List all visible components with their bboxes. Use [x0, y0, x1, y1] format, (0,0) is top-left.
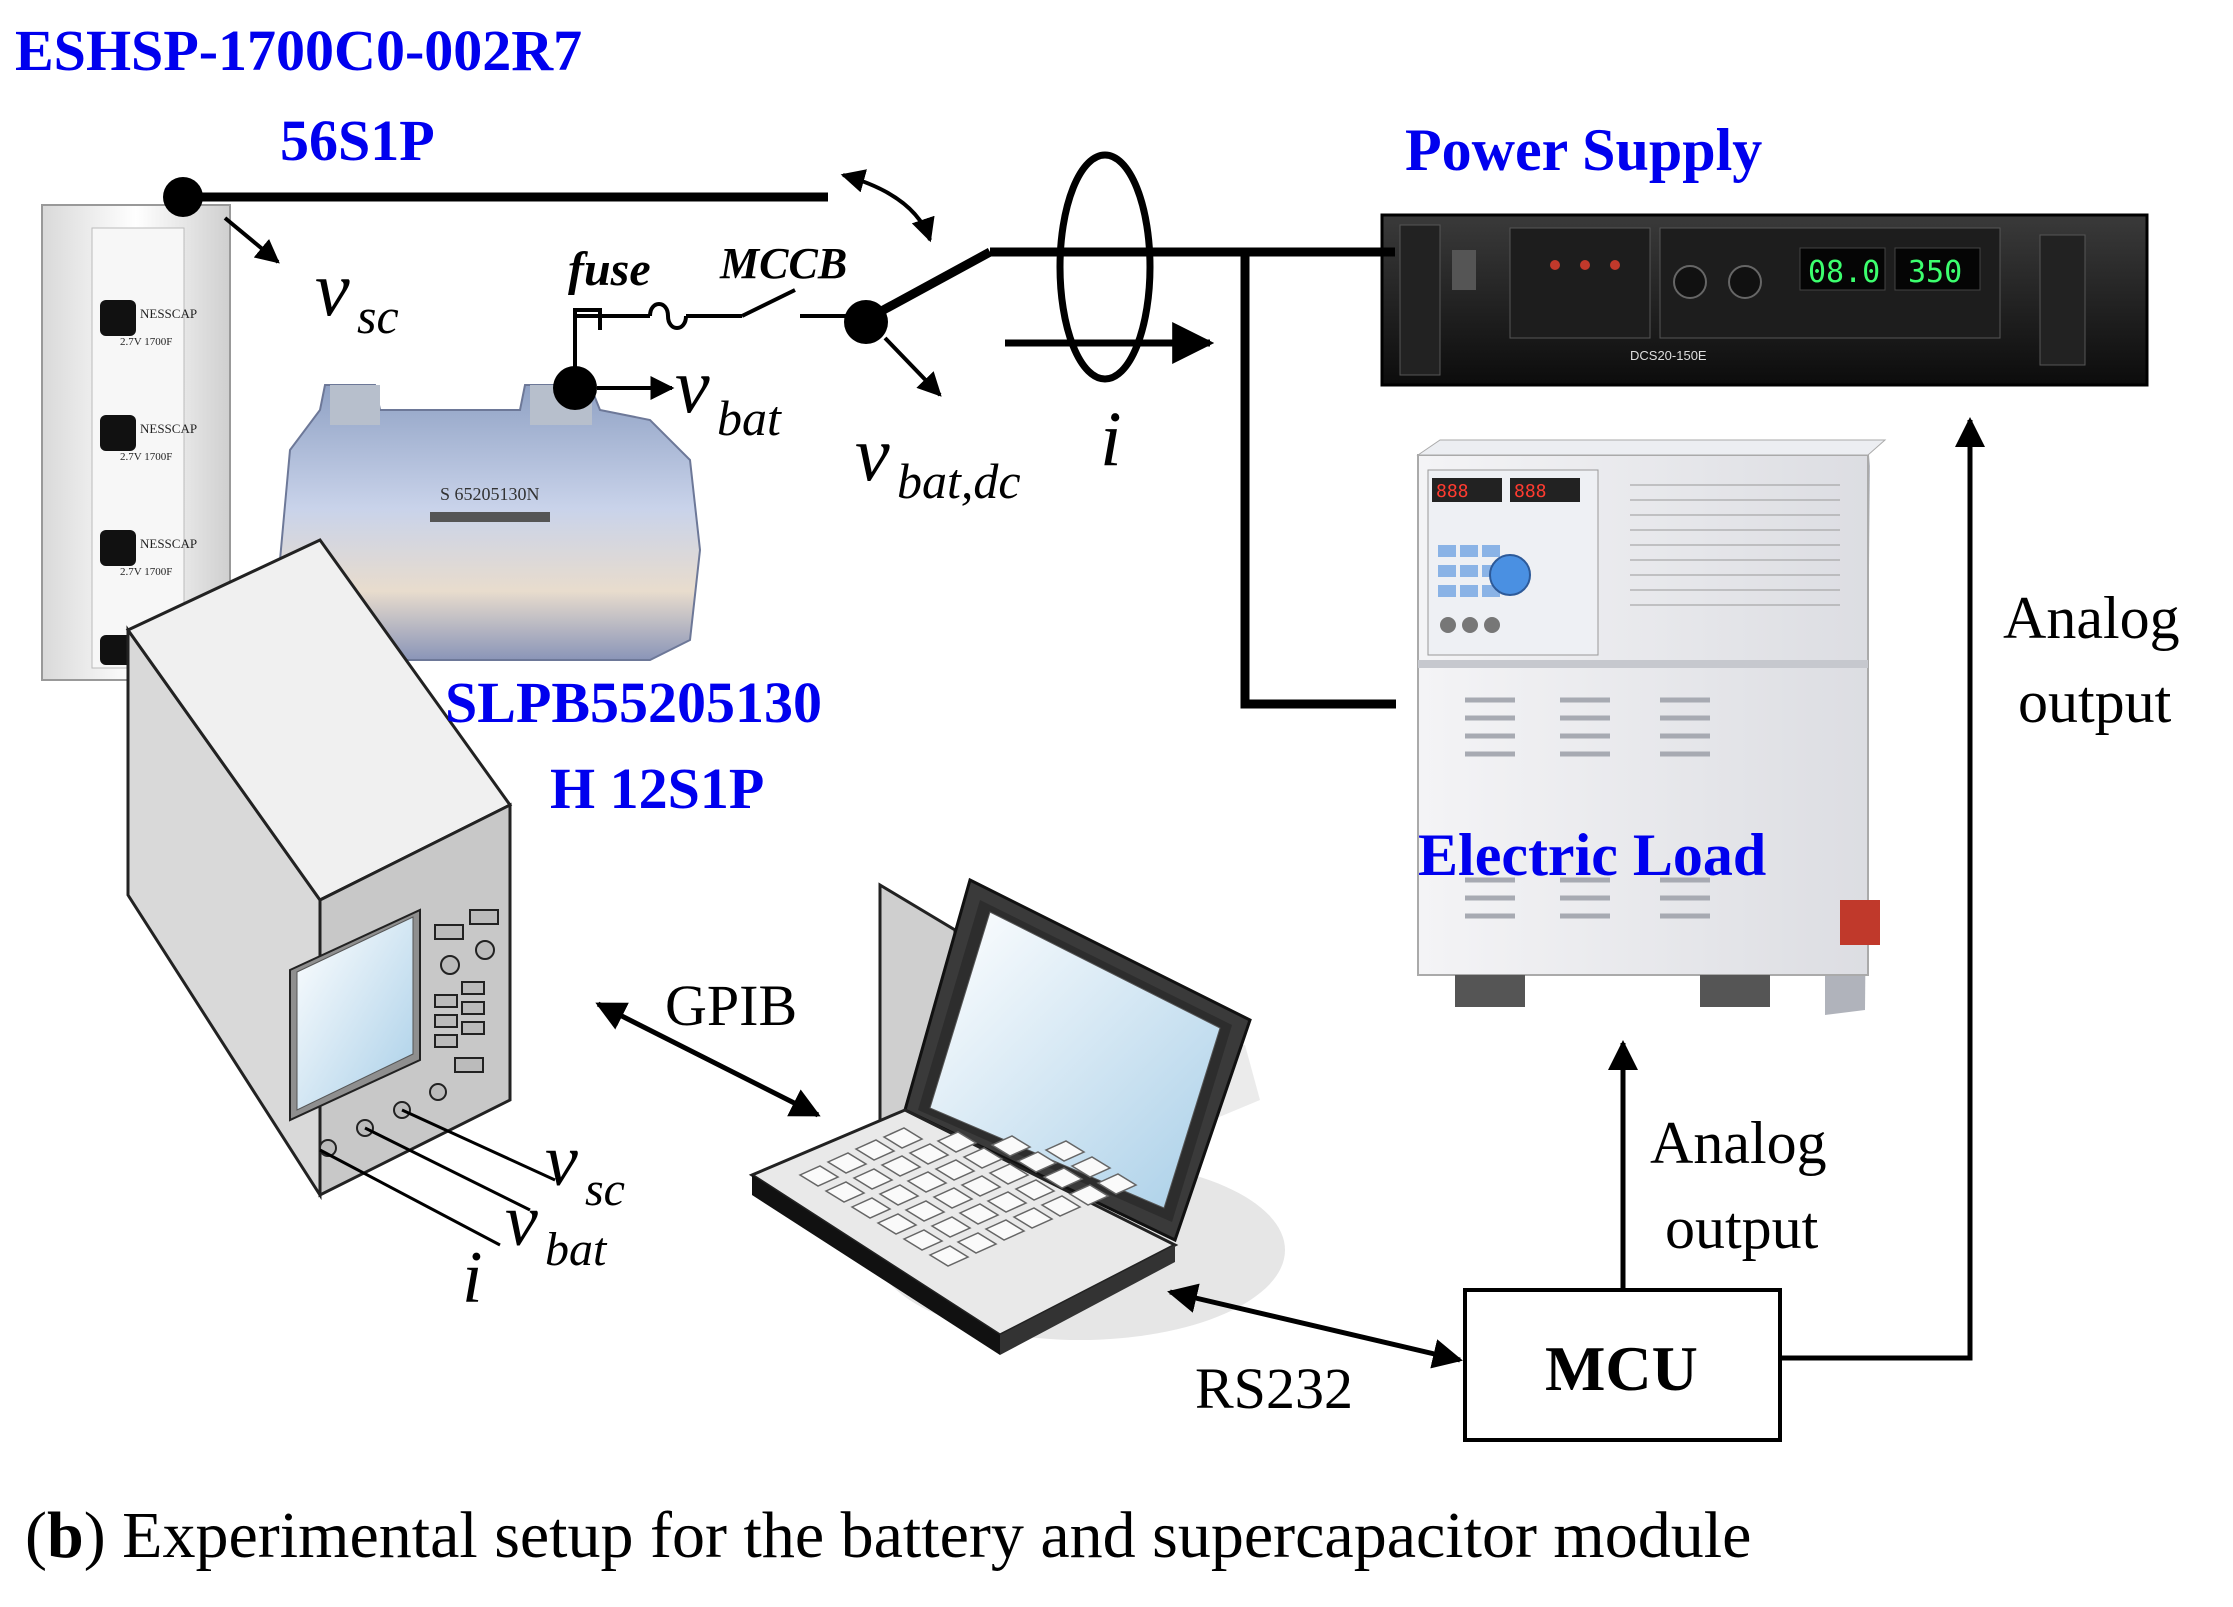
analog-output-label-load-line2: output: [1665, 1195, 1819, 1261]
analog-output-label-supply: Analog: [2003, 585, 2180, 651]
svg-text:sc: sc: [585, 1163, 625, 1216]
ps-model: DCS20-150E: [1630, 348, 1707, 363]
svg-text:888: 888: [1436, 481, 1469, 502]
rs232-label: RS232: [1195, 1356, 1353, 1421]
load-bus: [1240, 252, 1396, 709]
switch-node: [844, 300, 888, 344]
supercapacitor-config-label: 56S1P: [280, 108, 435, 173]
electric-load-label: Electric Load: [1418, 822, 1766, 888]
v-bat-label: v bat: [675, 342, 782, 446]
sc-rating: 2.7V 1700F: [120, 451, 172, 463]
sc-rating: 2.7V 1700F: [120, 336, 172, 348]
electric-load-unit: 888 888: [1416, 439, 1887, 1015]
gpib-label: GPIB: [665, 973, 797, 1038]
current-probe: [1056, 151, 1154, 383]
svg-text:v: v: [675, 342, 710, 429]
analog-output-label-load: Analog: [1650, 1110, 1827, 1176]
v-bat-dc-label: v bat,dc: [855, 410, 1021, 509]
fuse-label: fuse: [568, 243, 651, 296]
supercapacitor-model-label: ESHSP-1700C0-002R7: [15, 18, 582, 83]
battery-config-label: H 12S1P: [550, 756, 764, 821]
battery-model-label: SLPB55205130: [445, 670, 822, 735]
battery-serial: S 65205130N: [440, 484, 540, 504]
svg-text:v: v: [545, 1120, 578, 1202]
sc-brand: NESSCAP: [140, 536, 197, 551]
power-supply-unit: 08.0 350 DCS20-150E: [1380, 213, 2149, 387]
signal-lines: [319, 417, 1985, 1369]
analog-output-label-supply-line2: output: [2018, 669, 2172, 735]
supercapacitor-module: NESSCAP 2.7V 1700F NESSCAP 2.7V 1700F NE…: [41, 204, 231, 681]
svg-text:v: v: [855, 410, 890, 497]
sc-rating: 2.7V 1700F: [120, 566, 172, 578]
battery-node: [553, 366, 597, 410]
svg-text:v: v: [505, 1180, 538, 1262]
v-sc-label: v sc: [315, 245, 399, 344]
fuse-symbol: [648, 302, 688, 330]
wiring: [185, 151, 1396, 709]
current-label: i: [1100, 395, 1122, 482]
oscilloscope: [125, 538, 513, 1201]
measurement-arrows: [223, 169, 1215, 400]
supercapacitor-node: [163, 177, 203, 217]
mcu-label: MCU: [1545, 1333, 1698, 1404]
ps-display-left: 08.0: [1808, 255, 1880, 290]
svg-text:v: v: [315, 245, 350, 332]
figure-caption: (b) Experimental setup for the battery a…: [25, 1499, 1751, 1572]
scope-v-bat-label: v bat: [505, 1180, 608, 1276]
sc-brand: NESSCAP: [140, 306, 197, 321]
svg-text:888: 888: [1514, 481, 1547, 502]
svg-text:bat: bat: [717, 390, 782, 446]
selector-switch-arm: [862, 248, 993, 324]
sc-brand: NESSCAP: [140, 421, 197, 436]
svg-text:bat,dc: bat,dc: [897, 453, 1021, 509]
ps-display-right: 350: [1908, 255, 1962, 290]
scope-current-label: i: [462, 1237, 483, 1319]
svg-text:sc: sc: [357, 288, 399, 344]
mccb-label: MCCB: [719, 239, 847, 288]
scope-v-sc-label: v sc: [545, 1120, 625, 1216]
laptop-pc: [748, 877, 1285, 1355]
power-supply-label: Power Supply: [1405, 117, 1762, 183]
svg-text:bat: bat: [545, 1223, 608, 1276]
mccb-switch-symbol: [741, 288, 796, 318]
mcu-box: [1463, 1288, 1782, 1442]
battery-cell: S 65205130N: [278, 384, 702, 661]
